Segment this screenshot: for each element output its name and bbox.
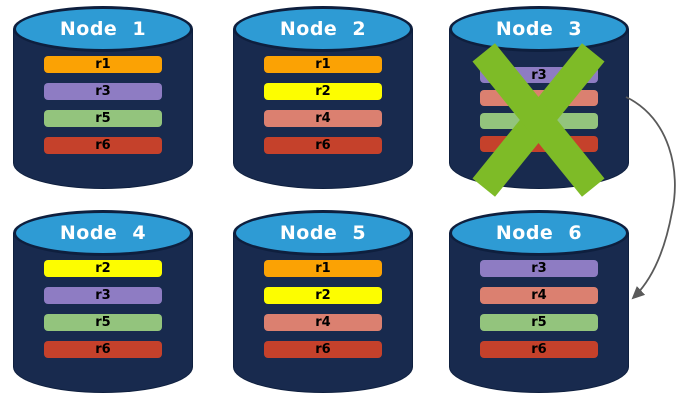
node-title: Node 5 xyxy=(279,221,367,244)
replica-bar: r6 xyxy=(480,341,598,358)
replica-label: r2 xyxy=(95,261,111,276)
replica-label: r5 xyxy=(95,111,111,126)
replica-label: r5 xyxy=(531,315,547,330)
cylinder-top: Node 6 xyxy=(449,210,629,256)
replica-label: r2 xyxy=(315,84,331,99)
node-title: Node 1 xyxy=(59,17,147,40)
replica-label: r6 xyxy=(531,342,547,357)
cylinder-body xyxy=(233,29,413,189)
replica-label: r4 xyxy=(531,288,547,303)
cylinder-top: Node 3 xyxy=(449,6,629,52)
cylinder-top: Node 4 xyxy=(13,210,193,256)
replica-bar: r4 xyxy=(480,287,598,304)
node-title: Node 3 xyxy=(495,17,583,40)
cylinder-top: Node 5 xyxy=(233,210,413,256)
replica-bar: r2 xyxy=(44,260,162,277)
replica-bar: r5 xyxy=(44,314,162,331)
replica-bar: r4 xyxy=(264,110,382,127)
db-node-5: Node 5 r1 r2 r4 r6 xyxy=(233,210,413,393)
replica-list: r1 r2 r4 r6 xyxy=(264,56,382,164)
replica-bar: r6 xyxy=(44,341,162,358)
replica-bar: r1 xyxy=(264,260,382,277)
replica-label: r3 xyxy=(95,288,111,303)
cylinder-body xyxy=(13,29,193,189)
db-node-2: Node 2 r1 r2 r4 r6 xyxy=(233,6,413,189)
cylinder-top: Node 2 xyxy=(233,6,413,52)
replica-bar: r3 xyxy=(480,260,598,277)
replica-label: r1 xyxy=(95,57,111,72)
replica-bar: r3 xyxy=(44,83,162,100)
replica-bar: r5 xyxy=(44,110,162,127)
node-title: Node 6 xyxy=(495,221,583,244)
replica-label: r6 xyxy=(95,342,111,357)
replica-list: r2 r3 r5 r6 xyxy=(44,260,162,368)
replica-bar: r4 xyxy=(264,314,382,331)
replica-label: r6 xyxy=(315,138,331,153)
db-node-4: Node 4 r2 r3 r5 r6 xyxy=(13,210,193,393)
replica-bar: r6 xyxy=(264,341,382,358)
replica-label: r6 xyxy=(95,138,111,153)
node-title: Node 4 xyxy=(59,221,147,244)
replica-label: r6 xyxy=(315,342,331,357)
db-node-3: Node 3 r3 xyxy=(449,6,629,197)
replica-list: r1 r2 r4 r6 xyxy=(264,260,382,368)
node-title: Node 2 xyxy=(279,17,367,40)
cylinder-body xyxy=(449,233,629,393)
replica-label: r3 xyxy=(95,84,111,99)
replica-label: r1 xyxy=(315,261,331,276)
replica-bar: r2 xyxy=(264,83,382,100)
cylinder-top: Node 1 xyxy=(13,6,193,52)
replica-label: r3 xyxy=(531,67,547,83)
failover-arrow-path xyxy=(625,96,676,300)
cylinder-body xyxy=(13,233,193,393)
replica-bar: r5 xyxy=(480,314,598,331)
replica-bar: r2 xyxy=(264,287,382,304)
db-node-6: Node 6 r3 r4 r5 r6 xyxy=(449,210,629,393)
replica-label: r1 xyxy=(315,57,331,72)
replica-bar: r1 xyxy=(44,56,162,73)
cylinder-body xyxy=(233,233,413,393)
replica-label: r5 xyxy=(95,315,111,330)
replica-list: r3 r4 r5 r6 xyxy=(480,260,598,368)
replica-bar: r6 xyxy=(264,137,382,154)
replica-bar: r3 xyxy=(44,287,162,304)
db-node-1: Node 1 r1 r3 r5 r6 xyxy=(13,6,193,189)
replica-label: r2 xyxy=(315,288,331,303)
replica-label: r4 xyxy=(315,111,331,126)
replica-bar: r1 xyxy=(264,56,382,73)
replica-label: r4 xyxy=(315,315,331,330)
replica-list: r1 r3 r5 r6 xyxy=(44,56,162,164)
replica-label: r3 xyxy=(531,261,547,276)
replica-bar: r6 xyxy=(44,137,162,154)
